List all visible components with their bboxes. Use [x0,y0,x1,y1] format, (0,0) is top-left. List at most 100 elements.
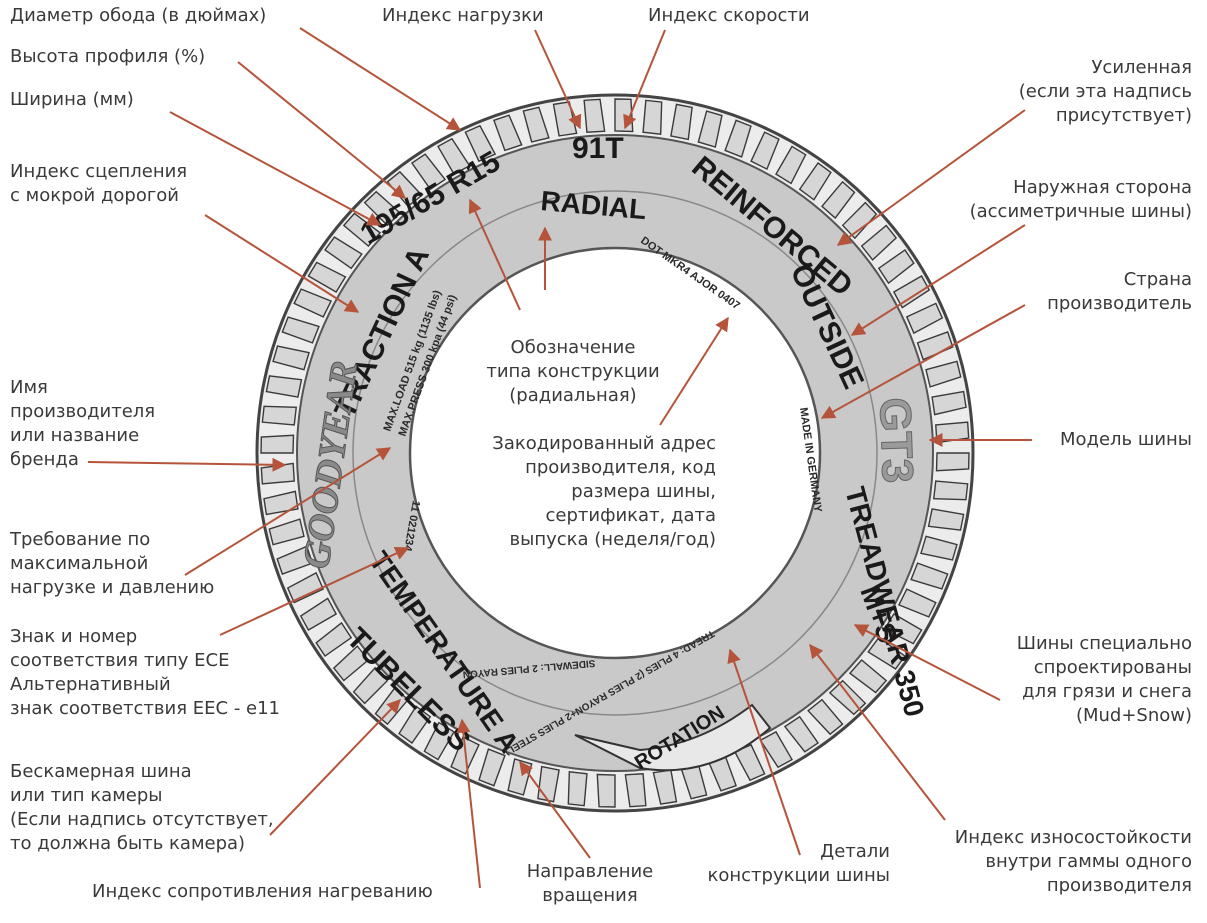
tread-block [932,480,969,501]
tread-block [920,535,958,561]
arrow-brand [87,457,287,472]
tread-block [783,715,820,753]
tread-block [724,119,752,158]
label-construction-type: Обозначение типа конструкции (радиальная… [486,337,660,406]
arrow-rim-diameter [299,27,462,131]
tread-block [263,490,299,516]
rim-hole [408,246,822,660]
label-country: Страна производитель [1047,269,1192,314]
arrow-max-load [184,447,392,576]
label-treadwear: Индекс износостойкости внутри гаммы одно… [954,827,1192,896]
arrow-ece [219,546,410,636]
tread-block [286,571,325,604]
arrow-construction-details [727,648,801,856]
tread-block [892,275,931,309]
arrow-profile-height [237,61,407,199]
label-model: Модель шины [1059,429,1192,450]
tread-block [624,773,647,808]
callout-arrows [87,27,1032,889]
tread-block [423,721,455,761]
label-max-load-press: Требование по максимальной нагрузке и да… [10,529,215,598]
tread-block [332,645,370,682]
tread-block [352,666,389,705]
arrow-rotation [519,760,591,859]
label-width: Ширина (мм) [10,89,134,110]
label-ece-sign: Знак и номер соответствия типу ECE Альте… [10,626,281,719]
tread-block [910,562,949,590]
label-tubeless-type: Бескамерная шина или тип камеры (Если на… [10,761,274,854]
arrow-mud-snow [853,624,1001,701]
load-speed-text: 91T [572,132,624,165]
label-load-index: Индекс нагрузки [382,5,544,26]
label-profile-height: Высота профиля (%) [10,46,206,67]
tread-block [670,103,693,141]
tread-block [315,621,353,658]
tread-block [265,375,303,398]
arrow-speed-index [623,29,666,130]
arrow-load-index [534,29,582,130]
tread-block [925,360,962,388]
label-reinforced: Усиленная (если эта надпись присутствует… [1018,57,1192,126]
label-encoded-address: Закодированный адрес производителя, код … [492,433,716,550]
label-mud-snow: Шины специально спроектированы для грязи… [1016,633,1192,726]
tread-block [807,698,844,736]
tread-block [883,613,923,645]
tread-block [464,124,497,163]
tread-block [642,99,663,136]
tread-block [437,137,471,176]
tread-block [927,508,965,531]
tread-block [750,131,780,171]
tread-block [821,180,856,220]
tread-block [596,773,616,808]
label-heat-resistance: Индекс сопротивления нагреванию [92,881,433,902]
tread-block [478,748,506,787]
arrow-wet-grip [204,214,360,313]
tread-block [268,518,305,546]
tread-block [935,452,970,472]
tread-block [293,288,333,318]
tread-block [775,145,807,185]
tread-block [276,545,314,575]
label-wet-grip: Индекс сцепления с мокрой дорогой [10,161,188,206]
tread-block [905,302,944,335]
tread-block [272,345,310,371]
label-rotation-dir: Направление вращения [526,861,654,906]
tread-block [307,261,347,293]
tread-block [798,162,832,201]
tread-block [410,153,447,191]
tread-block [324,236,363,270]
tread-block [697,110,723,148]
arrow-country [820,304,1026,419]
tread-block [342,212,382,247]
tread-block [931,390,967,416]
tread-block [398,705,432,744]
sidewall-inner-line [352,190,878,716]
tread-block [897,588,937,618]
label-brand-name: Имя производителя или название бренда [10,377,156,470]
tread-block [261,405,298,426]
tread-block [493,114,523,152]
label-speed-index: Индекс скорости [648,5,810,26]
arrow-heat [456,718,481,889]
label-construction-details: Детали конструкции шины [707,841,890,886]
tread-block [299,597,338,631]
tread-block [583,98,606,133]
tread-block [363,190,402,227]
tread-block [260,434,295,454]
tread-blocks [260,98,970,808]
tread-block [567,770,588,807]
tread-block [522,106,550,143]
arrow-construction-type-1 [468,198,521,311]
tread-block [916,331,954,361]
rotation-arrow-shape [574,703,772,772]
tread-block [848,659,888,694]
arrow-encoded [659,316,729,426]
tread-block [867,636,906,670]
arrow-width [169,111,382,226]
tread-block [281,316,320,344]
tread-block [877,248,915,285]
model-text: GT3 [870,397,922,484]
label-rim-diameter: Диаметр обода (в дюймах) [10,5,267,26]
